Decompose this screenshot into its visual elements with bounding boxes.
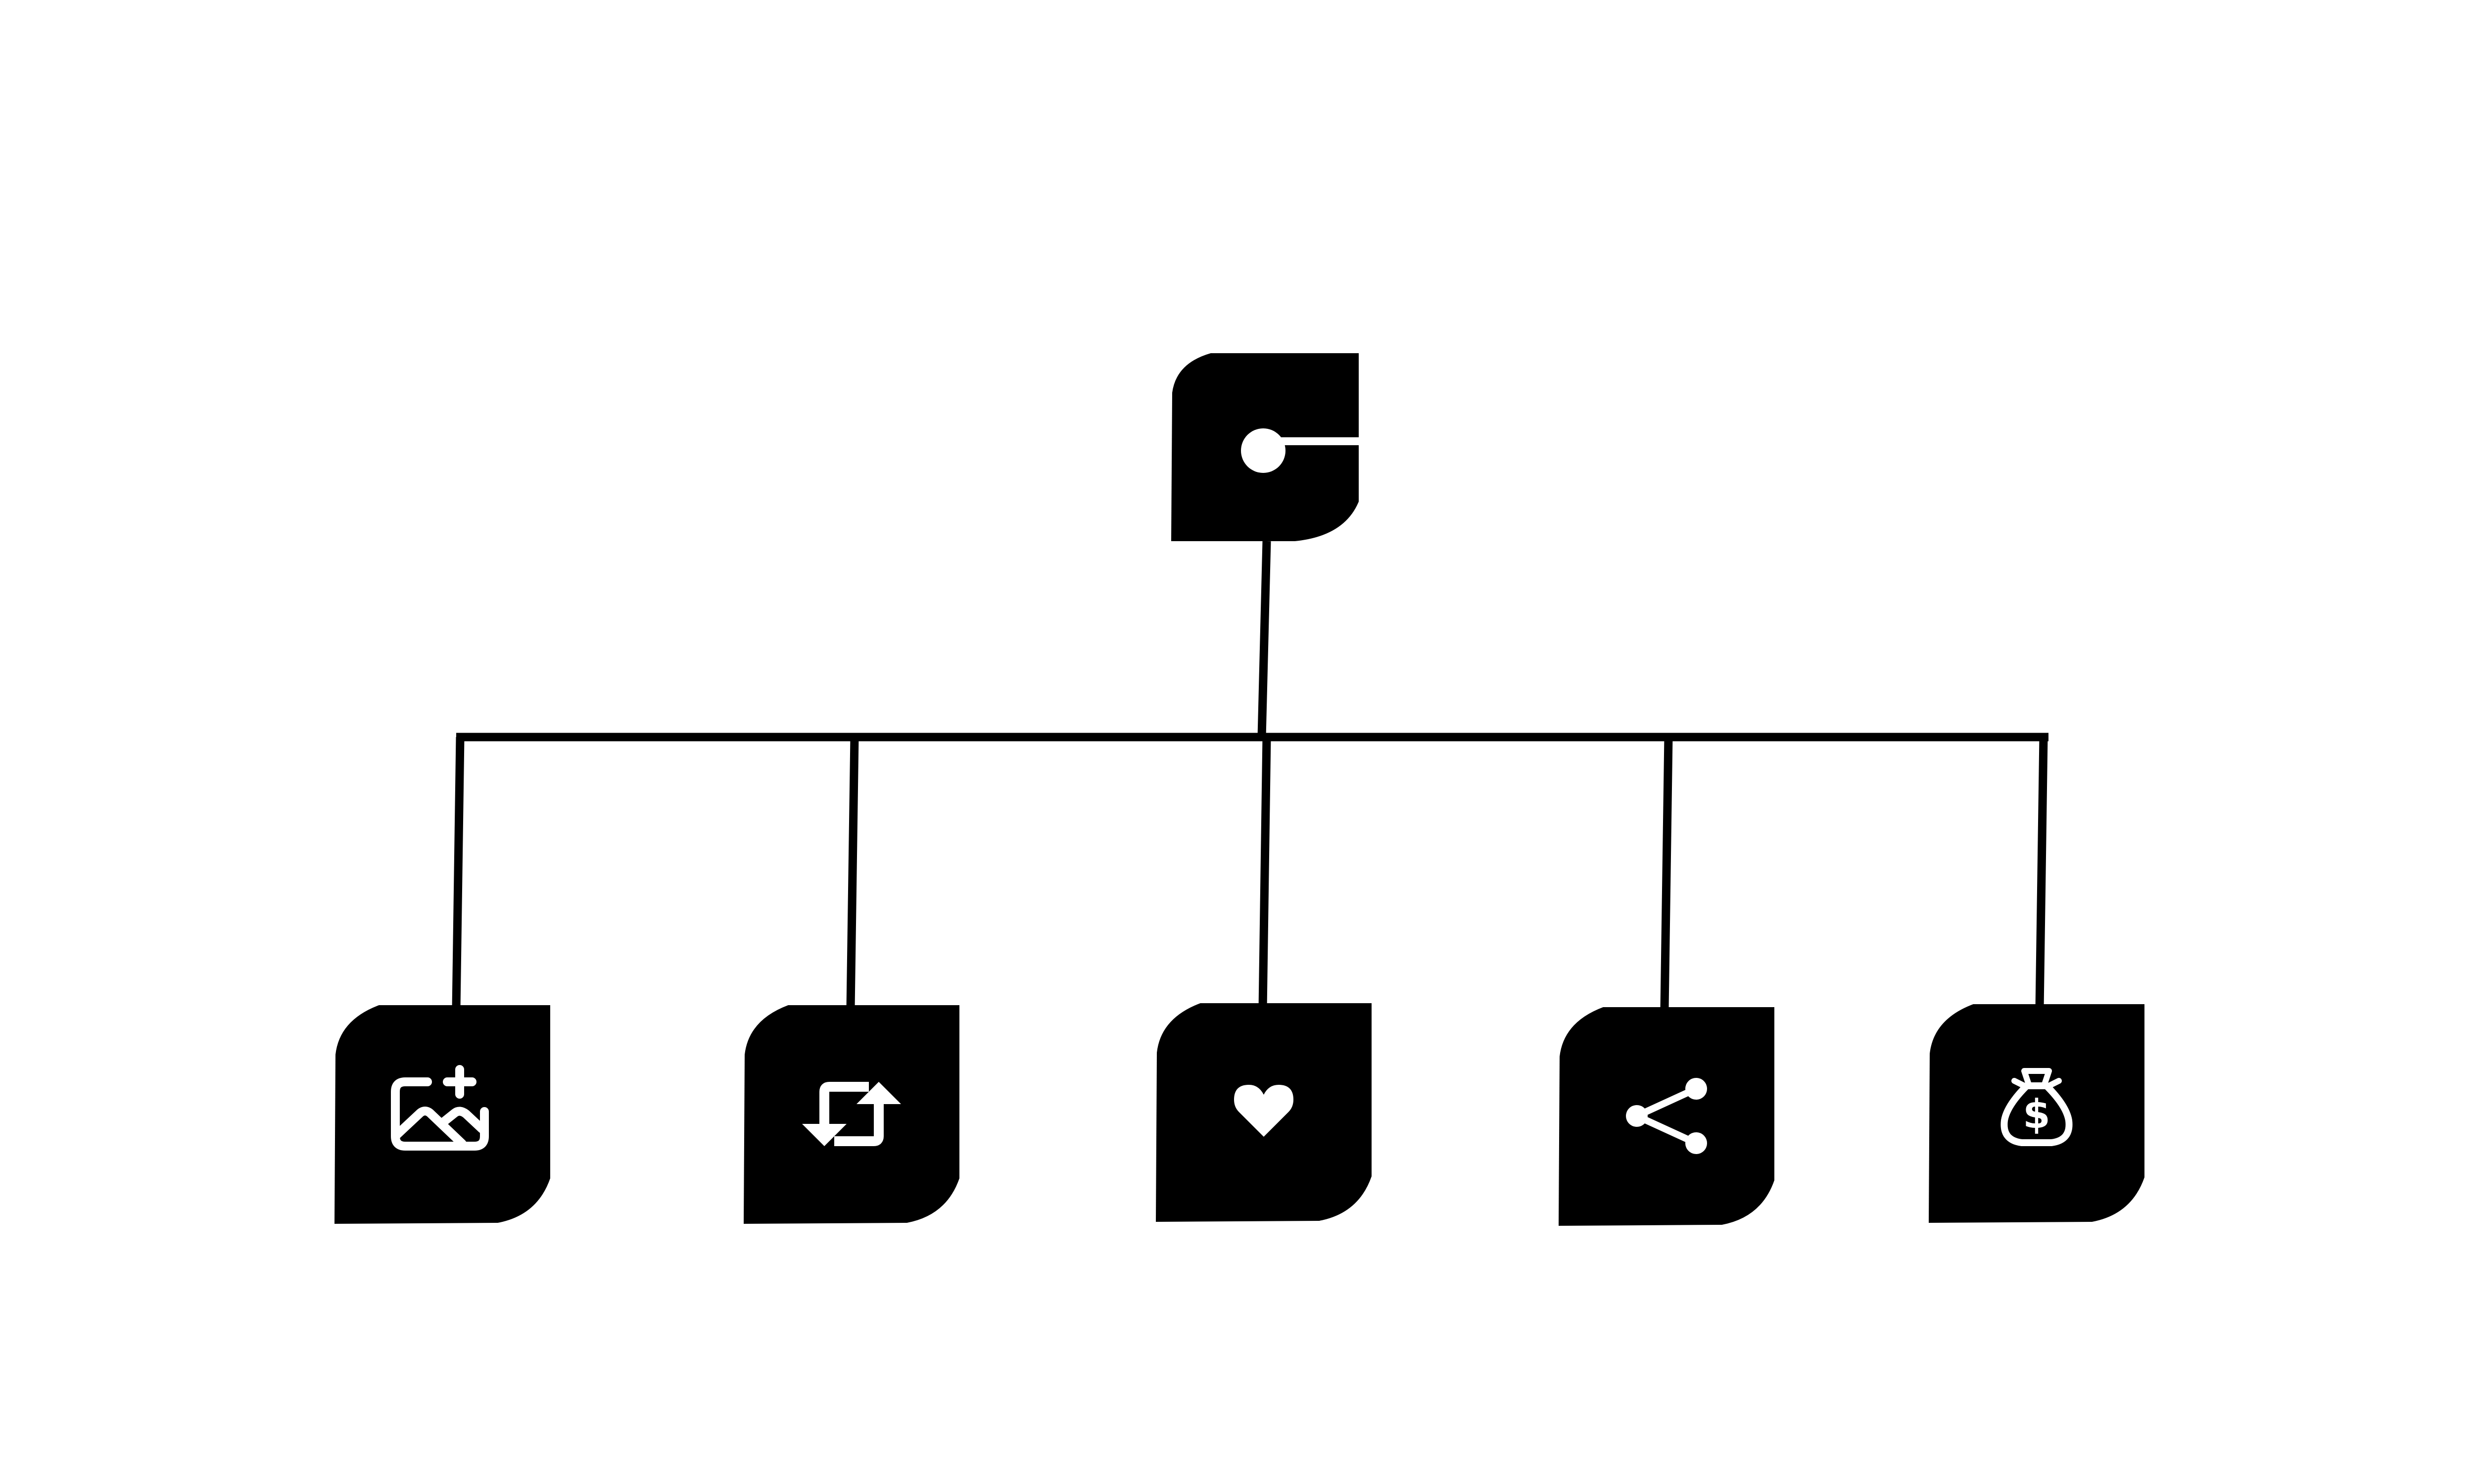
key-slot-icon [1241, 428, 1359, 473]
share-icon [1626, 1078, 1707, 1154]
child-node-shape [744, 1005, 959, 1224]
heart-icon [1234, 1085, 1293, 1137]
child-node-shape [1929, 1004, 2144, 1223]
child-connector-1 [452, 737, 465, 1010]
child-node-3[interactable] [1156, 1003, 1372, 1222]
child-connector-2 [846, 737, 859, 1010]
child-connector-3 [1258, 737, 1271, 1010]
child-node-shape [334, 1005, 550, 1224]
child-node-4[interactable] [1559, 1007, 1774, 1226]
image-add-icon [391, 1065, 489, 1151]
child-connector-4 [1660, 737, 1673, 1010]
root-connector [1257, 541, 1271, 738]
connectors [452, 541, 2048, 1010]
root-node[interactable] [1171, 353, 1359, 541]
repeat-icon [802, 1082, 901, 1146]
child-connector-5 [2035, 737, 2048, 1010]
child-node-shape [1559, 1007, 1774, 1226]
svg-text:$: $ [2023, 1091, 2050, 1137]
child-node-5[interactable]: $ [1929, 1004, 2144, 1223]
child-node-1[interactable] [334, 1005, 550, 1224]
child-node-2[interactable] [744, 1005, 959, 1224]
money-bag-icon: $ [2000, 1068, 2073, 1146]
